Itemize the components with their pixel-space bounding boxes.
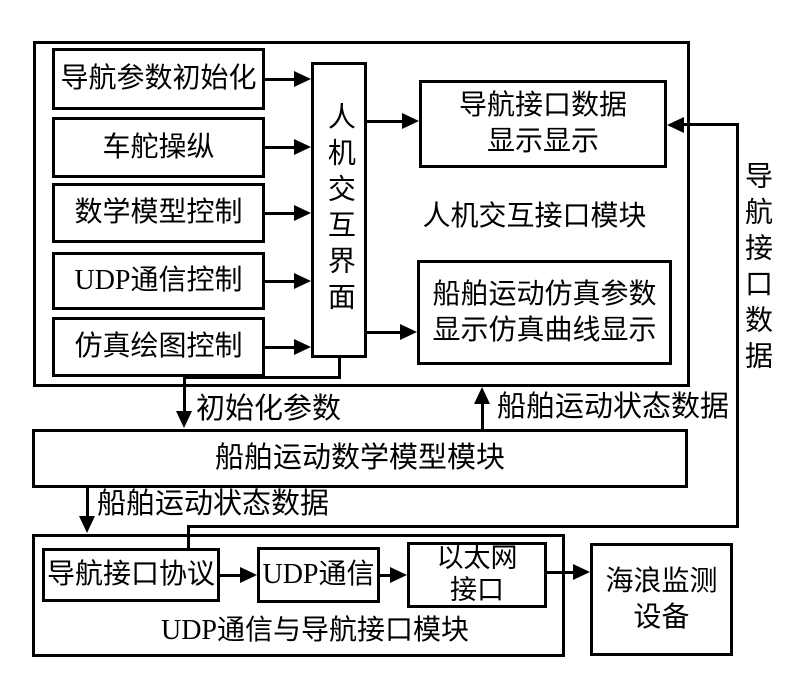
hmi-module-frame <box>33 41 690 387</box>
arrow-eth-to-wave-shaft <box>547 571 573 574</box>
arrow-udp-to-eth-shaft <box>380 574 390 577</box>
box-hmi-interface: 人机交互界面 <box>311 62 367 358</box>
arrow-ctrl4-head-icon <box>294 273 311 289</box>
ship-state-down-arrowhead-icon <box>79 516 95 533</box>
nav-feedback-line-v2 <box>736 123 739 528</box>
arrow-ctrl1-shaft <box>265 78 296 81</box>
box-math-model-control: 数学模型控制 <box>52 183 265 243</box>
arrow-ctrl3-shaft <box>265 212 296 215</box>
nav-feedback-line-h2 <box>684 123 736 126</box>
box-nav-data-display-line2: 显示显示 <box>486 126 599 157</box>
init-params-arrowhead-icon <box>176 411 192 428</box>
box-math-model-control-label: 数学模型控制 <box>74 197 243 229</box>
arrow-hmi-to-simdisplay-shaft <box>367 331 400 334</box>
nav-feedback-line-v1 <box>187 527 190 548</box>
arrow-hmi-to-simdisplay-head-icon <box>400 324 417 340</box>
box-wave-device: 海浪监测 设备 <box>590 543 733 656</box>
arrow-ctrl1-head-icon <box>294 71 311 87</box>
arrow-ctrl4-shaft <box>265 280 296 283</box>
nav-feedback-arrowhead-icon <box>667 117 684 133</box>
arrow-ctrl2-shaft <box>265 146 296 149</box>
arrow-proto-to-udp-head-icon <box>240 567 257 583</box>
box-nav-data-display-line1: 导航接口数据 <box>458 90 627 122</box>
arrow-ctrl5-head-icon <box>294 339 311 355</box>
box-model-module: 船舶运动数学模型模块 <box>32 429 688 488</box>
box-ethernet-interface: 以太网 接口 <box>407 542 547 608</box>
arrow-ctrl2-head-icon <box>294 139 311 155</box>
box-wave-device-line2: 设备 <box>633 601 690 633</box>
box-udp-comm-control: UDP通信控制 <box>52 252 265 310</box>
box-sim-param-display: 船舶运动仿真参数 显示仿真曲线显示 <box>417 260 672 365</box>
ship-state-down-shaft <box>86 488 89 517</box>
ship-state-up-arrowhead-icon <box>474 387 490 404</box>
box-hmi-interface-label: 人机交互界面 <box>323 102 355 318</box>
udp-module-label: UDP通信与导航接口模块 <box>160 615 469 646</box>
init-params-line-h <box>183 376 341 379</box>
box-wave-device-line1: 海浪监测 <box>605 565 718 597</box>
init-params-line-v2 <box>183 376 186 413</box>
box-sim-param-display-line1: 船舶运动仿真参数 <box>432 278 657 310</box>
box-model-module-label: 船舶运动数学模型模块 <box>214 441 505 474</box>
box-nav-protocol: 导航接口协议 <box>42 548 220 602</box>
box-nav-param-init-label: 导航参数初始化 <box>60 63 257 95</box>
init-params-label: 初始化参数 <box>196 393 342 425</box>
box-udp-comm-label: UDP通信 <box>262 559 375 591</box>
box-rudder-control-label: 车舵操纵 <box>102 131 215 163</box>
box-nav-data-display: 导航接口数据 显示显示 <box>419 80 667 168</box>
init-params-line-v1 <box>338 358 341 379</box>
udp-module-frame <box>32 534 565 657</box>
hmi-module-label: 人机交互接口模块 <box>422 201 647 232</box>
box-udp-comm-control-label: UDP通信控制 <box>74 265 243 297</box>
ship-state-up-shaft <box>481 403 484 430</box>
box-ethernet-line2: 接口 <box>450 575 504 605</box>
arrow-ctrl3-head-icon <box>294 205 311 221</box>
ship-state-down-label: 船舶运动状态数据 <box>97 488 330 520</box>
nav-interface-data-side-label: 导航接口数据 <box>741 161 772 377</box>
arrow-proto-to-udp-shaft <box>220 574 240 577</box>
box-nav-protocol-label: 导航接口协议 <box>46 559 215 591</box>
box-sim-plot-control-label: 仿真绘图控制 <box>74 331 243 363</box>
arrow-udp-to-eth-head-icon <box>390 567 407 583</box>
arrow-eth-to-wave-head-icon <box>573 564 590 580</box>
arrow-ctrl5-shaft <box>265 346 296 349</box>
nav-feedback-line-h1 <box>187 525 739 528</box>
box-rudder-control: 车舵操纵 <box>52 117 265 178</box>
box-udp-comm: UDP通信 <box>257 547 380 603</box>
ship-state-up-label: 船舶运动状态数据 <box>497 391 730 423</box>
box-ethernet-line1: 以太网 <box>436 543 518 574</box>
box-sim-param-display-line2: 显示仿真曲线显示 <box>432 314 657 346</box>
arrow-hmi-to-navdisplay-shaft <box>367 120 402 123</box>
arrow-hmi-to-navdisplay-head-icon <box>402 113 419 129</box>
box-sim-plot-control: 仿真绘图控制 <box>52 317 265 377</box>
box-nav-param-init: 导航参数初始化 <box>52 48 265 110</box>
